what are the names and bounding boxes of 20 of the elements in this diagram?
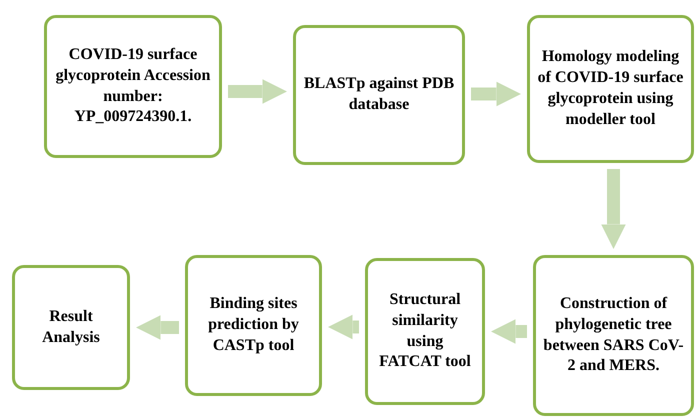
step-text: BLASTp against PDB database [302, 74, 456, 115]
block-arrow [136, 315, 179, 340]
process-box [365, 258, 485, 405]
process-box [527, 15, 694, 163]
process-box [533, 255, 694, 416]
step-text: COVID-19 surface glycoprotein Accession number: YP_009724390.1. [54, 44, 212, 128]
step-text: Binding sites prediction by CASTp tool [207, 294, 300, 356]
process-box [12, 265, 130, 390]
process-box [185, 255, 322, 396]
block-arrow [328, 314, 359, 340]
process-box [44, 15, 222, 158]
block-arrow [601, 169, 626, 249]
block-arrow [471, 82, 521, 106]
step-text: Construction of phylogenetic tree between SARS CoV-2 and MERS. [542, 294, 685, 376]
process-box [293, 25, 465, 165]
step-text: Result Analysis [41, 306, 101, 348]
step-text: Homology modeling of COVID-19 surface glycoprotein using modeller tool [536, 47, 684, 130]
block-arrow [491, 319, 527, 344]
step-text: Structural similarity using FATCAT tool [378, 290, 472, 372]
block-arrow [228, 79, 287, 104]
